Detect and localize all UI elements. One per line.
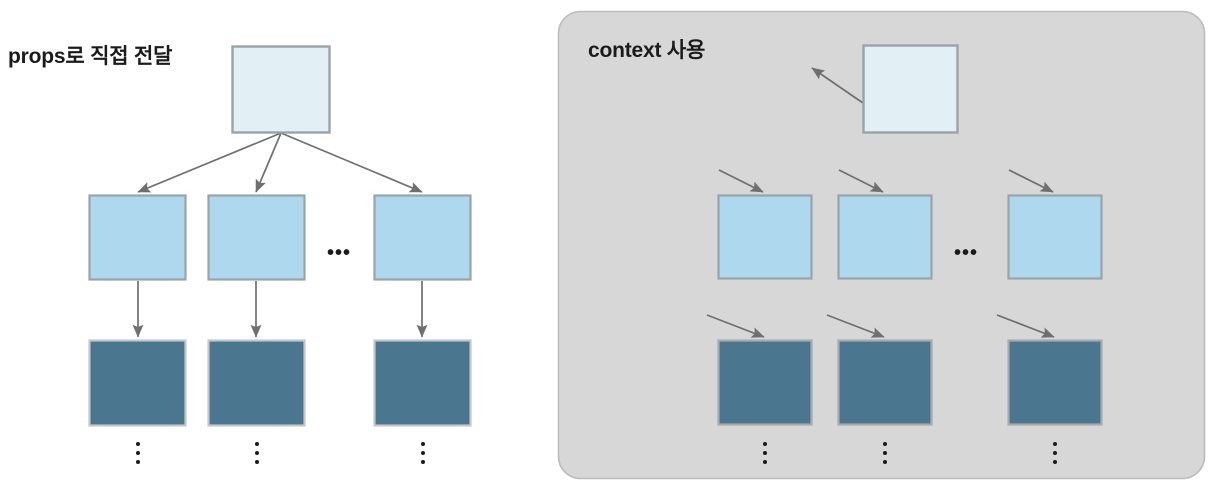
right-leaf-node-2[interactable] (837, 339, 933, 426)
left-root-node[interactable] (231, 45, 331, 134)
left-leaf-ellipsis-1 (133, 442, 143, 464)
edge-context-to-middle-2 (838, 169, 884, 193)
right-middle-row-ellipsis: ••• (954, 242, 979, 264)
right-middle-node-1[interactable] (717, 194, 813, 280)
right-middle-node-2[interactable] (837, 194, 933, 280)
left-middle-node-3[interactable] (373, 194, 472, 281)
right-root-node[interactable] (862, 44, 959, 134)
right-leaf-ellipsis-2 (880, 442, 890, 464)
edge-context-to-middle-1 (718, 169, 764, 193)
right-leaf-ellipsis-1 (760, 442, 770, 464)
right-panel-title: context 사용 (588, 39, 706, 62)
left-middle-row-ellipsis: ••• (327, 242, 352, 264)
right-leaf-node-3[interactable] (1007, 339, 1103, 426)
left-leaf-node-2[interactable] (207, 339, 306, 427)
right-leaf-ellipsis-3 (1050, 442, 1060, 464)
edge-root-to-middle-1 (137, 132, 282, 193)
left-leaf-ellipsis-3 (418, 442, 428, 464)
edge-root-to-middle-2 (255, 132, 282, 193)
right-leaf-node-1[interactable] (717, 339, 813, 426)
left-leaf-node-3[interactable] (373, 339, 472, 427)
edge-root-to-middle-3 (280, 132, 423, 193)
edge-root-outgoing (811, 67, 864, 104)
left-middle-node-1[interactable] (88, 194, 187, 281)
left-middle-node-2[interactable] (207, 194, 306, 281)
right-middle-node-3[interactable] (1007, 194, 1103, 280)
left-panel-title: props로 직접 전달 (8, 45, 173, 68)
left-leaf-node-1[interactable] (88, 339, 187, 427)
edge-context-to-middle-3 (1008, 169, 1054, 193)
edge-context-to-leaf-2 (826, 314, 885, 338)
edge-context-to-leaf-3 (996, 314, 1055, 338)
left-leaf-ellipsis-2 (252, 442, 262, 464)
edge-context-to-leaf-1 (706, 314, 765, 338)
